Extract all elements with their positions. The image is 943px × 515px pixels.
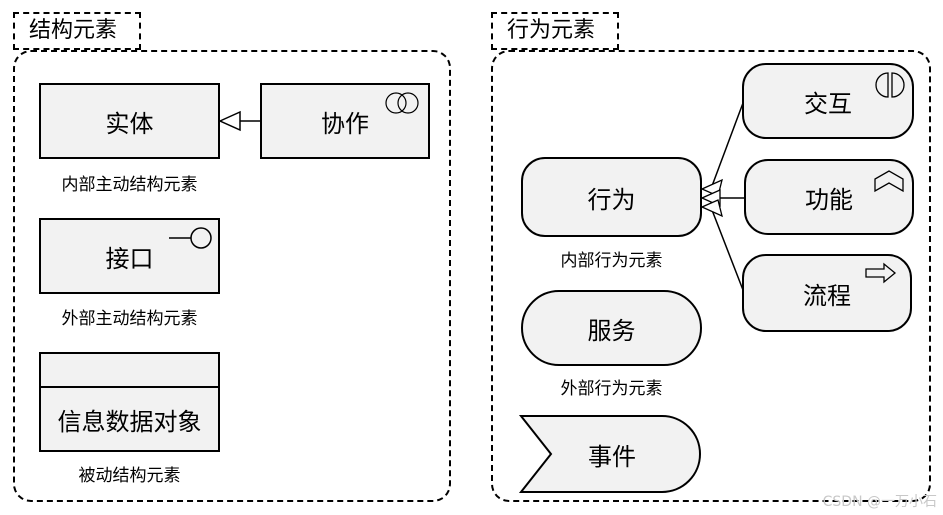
behavior-caption: 内部行为元素: [560, 251, 663, 271]
collaboration-box[interactable]: 协作: [260, 83, 430, 159]
function-icon: [874, 170, 904, 193]
process-label: 流程: [803, 281, 851, 310]
interaction-to-behavior-line: [711, 102, 744, 187]
watermark: CSDN @一万小石: [822, 494, 937, 510]
interaction-icon: [875, 72, 905, 98]
entity-caption: 内部主动结构元素: [61, 175, 198, 195]
event-label: 事件: [588, 442, 636, 471]
data-object-header-band: [41, 354, 218, 388]
function-label: 功能: [805, 185, 853, 214]
interaction-label: 交互: [804, 89, 852, 118]
entity-label: 实体: [105, 109, 154, 138]
process-icon: [865, 262, 897, 284]
behavior-box[interactable]: 行为: [521, 157, 702, 237]
service-caption: 外部行为元素: [560, 379, 663, 399]
process-box[interactable]: 流程: [742, 254, 912, 332]
service-box[interactable]: 服务: [521, 290, 702, 366]
structure-group-frame: [13, 50, 451, 502]
interaction-box[interactable]: 交互: [742, 63, 914, 139]
function-box[interactable]: 功能: [744, 159, 914, 235]
behavior-group-title: 行为元素: [491, 12, 619, 50]
entity-arrowhead-icon: [218, 110, 241, 132]
structure-group-title: 结构元素: [13, 12, 141, 50]
behavior-label: 行为: [587, 185, 636, 214]
process-to-behavior-line: [711, 209, 744, 291]
interface-caption: 外部主动结构元素: [61, 309, 198, 329]
entity-box[interactable]: 实体: [39, 83, 220, 159]
collaboration-label: 协作: [321, 109, 369, 138]
data-object-caption: 被动结构元素: [78, 466, 181, 486]
data-object-box[interactable]: 信息数据对象: [39, 352, 220, 452]
interface-icon: [169, 227, 212, 249]
behavior-arrowhead-bottom-icon: [700, 199, 723, 218]
data-object-label: 信息数据对象: [57, 408, 202, 436]
interface-box[interactable]: 接口: [39, 218, 220, 294]
collaboration-icon: [385, 92, 419, 114]
interface-label: 接口: [105, 244, 154, 273]
behavior-group-frame: [491, 50, 931, 502]
service-label: 服务: [587, 316, 636, 345]
